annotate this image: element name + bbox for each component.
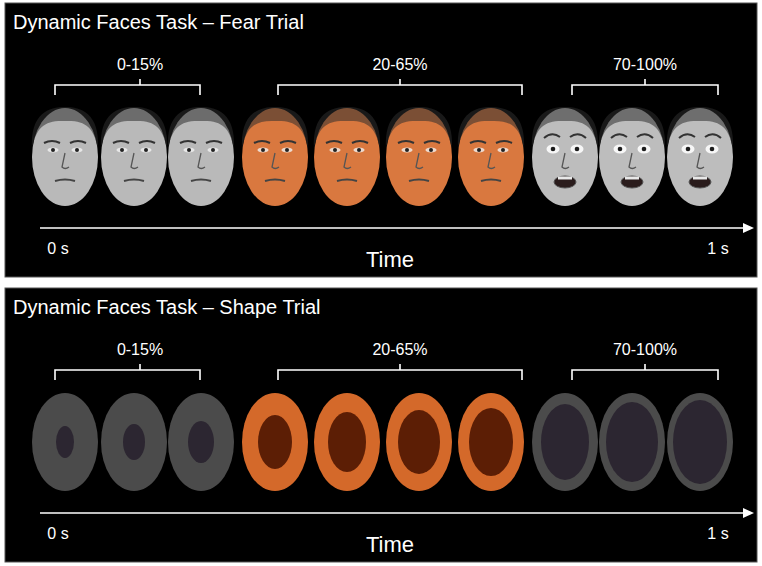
shape-frame — [667, 393, 733, 491]
shape-frame — [314, 393, 380, 491]
trial-panel: Dynamic Faces Task – Fear Trial 0-15% 20-6… — [5, 3, 757, 277]
shape-frame — [386, 393, 452, 491]
face-frame — [168, 107, 234, 206]
face-frame — [32, 107, 98, 206]
shape-frame — [532, 393, 598, 491]
face-frame — [314, 107, 380, 206]
trial-panel: Dynamic Faces Task – Shape Trial 0-15% 20-… — [5, 288, 757, 562]
time-axis — [40, 227, 745, 229]
range-bracket — [278, 364, 522, 380]
axis-start-label: 0 s — [47, 525, 68, 543]
range-bracket — [55, 364, 200, 380]
face-frame — [242, 107, 308, 206]
range-bracket — [55, 79, 200, 95]
range-label: 0-15% — [117, 56, 163, 74]
shape-frame — [168, 393, 234, 491]
shape-frame — [32, 393, 98, 491]
shape-frame — [599, 393, 665, 491]
range-label: 0-15% — [117, 341, 163, 359]
panel-heading: Dynamic Faces Task – Fear Trial — [13, 11, 304, 34]
axis-title: Time — [366, 532, 414, 557]
panel-ground — [5, 288, 757, 562]
range-bracket — [278, 79, 522, 95]
shape-trial-art — [5, 288, 757, 562]
face-frame — [458, 107, 524, 206]
range-bracket — [572, 79, 718, 95]
panel-heading: Dynamic Faces Task – Shape Trial — [13, 296, 321, 319]
face-frame — [599, 107, 665, 206]
shape-frame — [458, 393, 524, 491]
axis-end-label: 1 s — [707, 525, 728, 543]
face-frame — [101, 107, 167, 206]
axis-arrowhead — [743, 508, 754, 518]
panel-ground — [5, 3, 757, 277]
shape-frame — [101, 393, 167, 491]
axis-end-label: 1 s — [707, 240, 728, 258]
face-frame — [667, 107, 733, 206]
axis-arrowhead — [743, 223, 754, 233]
range-label: 70-100% — [613, 56, 677, 74]
fear-trial-art — [5, 3, 757, 277]
range-label: 70-100% — [613, 341, 677, 359]
axis-start-label: 0 s — [47, 240, 68, 258]
shape-frame — [242, 393, 308, 491]
range-label: 20-65% — [372, 341, 427, 359]
time-axis — [40, 512, 745, 514]
range-bracket — [572, 364, 718, 380]
range-label: 20-65% — [372, 56, 427, 74]
face-frame — [532, 107, 598, 206]
axis-title: Time — [366, 247, 414, 272]
face-frame — [386, 107, 452, 206]
